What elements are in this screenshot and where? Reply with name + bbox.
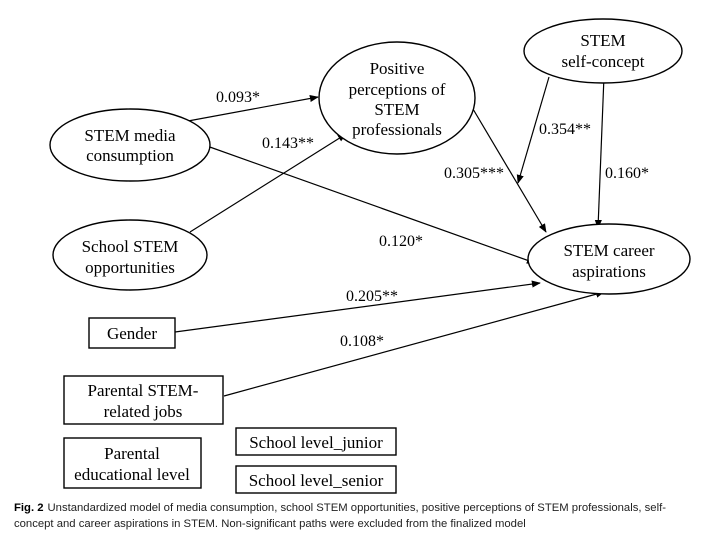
coef-parentaljobs-to-aspirations: 0.108* [340,333,384,350]
node-stem-media-consumption: STEM media consumption [49,108,211,182]
coef-selfconcept-path: 0.354** [539,121,591,138]
path-perceptions-to-aspirations [472,108,547,233]
svg-text:Positive: Positive [370,59,425,78]
node-stem-career-aspirations: STEM career aspirations [527,223,691,295]
coef-school-to-perceptions: 0.143** [262,135,314,152]
svg-text:opportunities: opportunities [85,258,175,277]
path-gender-to-aspirations [174,280,541,333]
svg-text:aspirations: aspirations [572,262,646,281]
svg-text:STEM media: STEM media [84,126,176,145]
path-school-to-perceptions [189,133,347,233]
path-selfconcept-to-aspirations [594,75,605,229]
node-school-level-junior: School level_junior [235,427,397,456]
svg-text:consumption: consumption [86,146,174,165]
node-parental-educational-level: Parental educational level [63,437,202,489]
path-diagram: 0.093* 0.143** 0.354** 0.305*** 0.160* 0… [49,18,691,494]
coef-media-to-perceptions: 0.093* [216,89,260,106]
svg-text:STEM: STEM [580,31,625,50]
svg-text:self-concept: self-concept [561,52,644,71]
svg-text:professionals: professionals [352,120,442,139]
node-stem-self-concept: STEM self-concept [523,18,683,84]
path-media-to-perceptions [187,94,319,122]
svg-text:educational level: educational level [74,465,190,484]
coef-selfconcept-to-aspirations: 0.160* [605,165,649,182]
node-positive-perceptions: Positive perceptions of STEM professiona… [318,41,476,155]
path-selfconcept-to-perceptions-aspirations [516,76,550,184]
figure-label: Fig. 2 [14,502,44,514]
svg-text:School level_senior: School level_senior [249,471,384,490]
svg-text:STEM: STEM [374,100,419,119]
svg-text:School level_junior: School level_junior [249,433,383,452]
svg-text:Gender: Gender [107,324,157,343]
svg-text:School STEM: School STEM [82,237,179,256]
path-parentaljobs-to-aspirations [223,290,605,397]
node-school-level-senior: School level_senior [235,465,397,494]
node-school-stem-opportunities: School STEM opportunities [52,219,208,291]
svg-text:Parental STEM-: Parental STEM- [88,381,199,400]
svg-text:perceptions of: perceptions of [349,80,446,99]
node-parental-stem-jobs: Parental STEM- related jobs [63,375,224,425]
coef-gender-to-aspirations: 0.205** [346,288,398,305]
svg-text:Parental: Parental [104,444,160,463]
coef-media-to-aspirations: 0.120* [379,233,423,250]
svg-text:related jobs: related jobs [104,402,183,421]
svg-text:STEM career: STEM career [563,241,654,260]
path-media-to-aspirations [206,145,536,264]
coef-perceptions-to-aspirations: 0.305*** [444,165,504,182]
caption-text: Unstandardized model of media consumptio… [14,502,666,530]
node-gender: Gender [88,317,176,349]
